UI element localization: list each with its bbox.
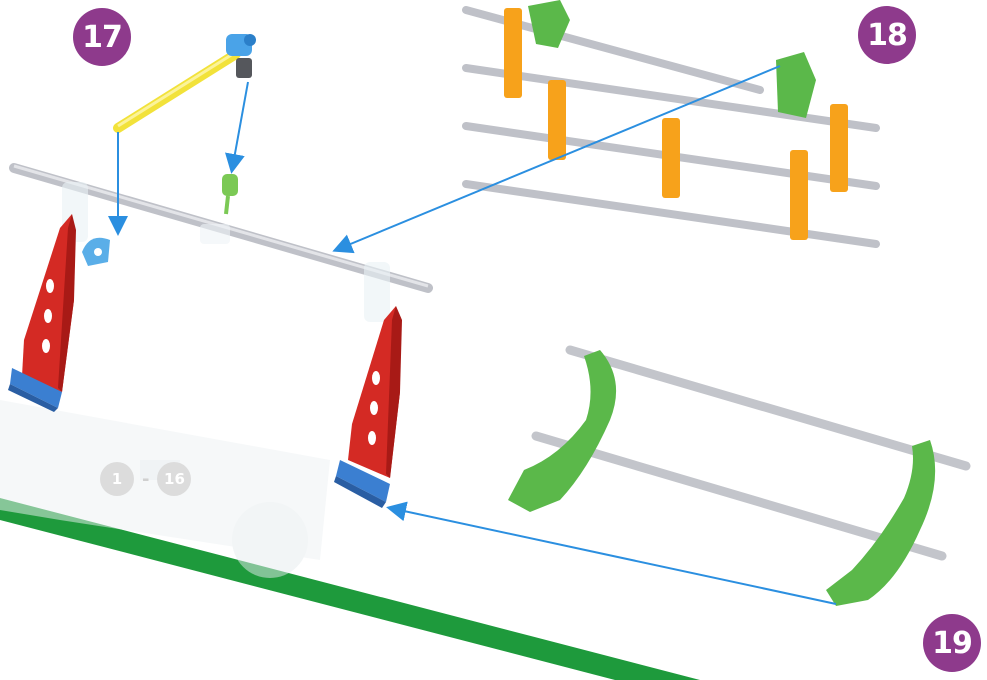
- step18-rod-assembly: [466, 0, 876, 244]
- previous-step-separator: -: [142, 469, 149, 490]
- yellow-crank-rod: [118, 34, 256, 128]
- step-badge-17: 17: [73, 8, 131, 66]
- blue-hook: [82, 238, 110, 266]
- previous-step-end: 16: [157, 462, 191, 496]
- left-sail: [8, 214, 76, 412]
- step-badge-18: 18: [858, 6, 916, 64]
- arrow-crank-to-clip: [232, 82, 248, 170]
- previous-step-start: 1: [100, 462, 134, 496]
- arrow-step19-to-sail: [390, 508, 836, 604]
- step19-rod-assembly: [508, 350, 966, 606]
- green-clip: [222, 174, 238, 214]
- previous-steps-reference: 1 - 16: [100, 462, 191, 496]
- step-badge-19: 19: [923, 614, 981, 672]
- right-sail: [334, 306, 402, 508]
